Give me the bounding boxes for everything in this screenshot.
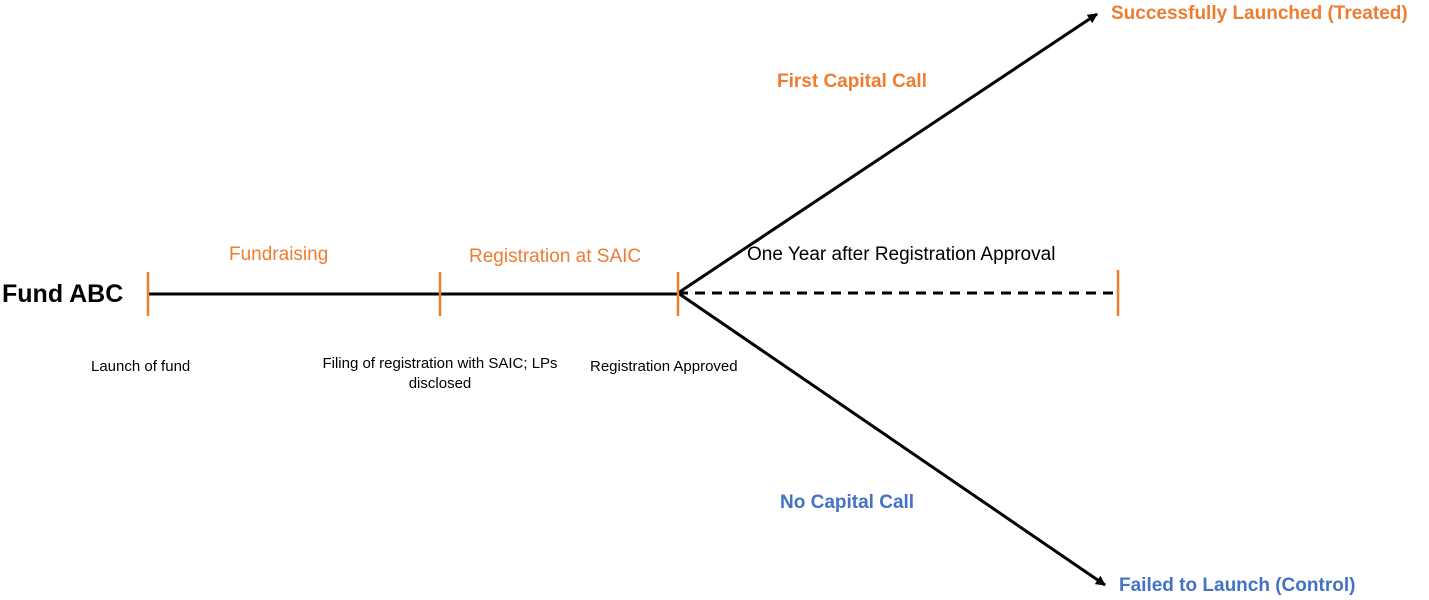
treated-outcome-label: Successfully Launched (Treated) — [1111, 3, 1408, 24]
treated-branch-arrow — [677, 12, 1098, 295]
no-capital-call-label: No Capital Call — [780, 492, 915, 513]
fund-title: Fund ABC — [2, 280, 124, 308]
control-branch-arrow — [677, 291, 1106, 587]
phase-fundraising-label: Fundraising — [229, 244, 329, 265]
event-launch-label: Launch of fund — [91, 358, 191, 375]
phase-registration-label: Registration at SAIC — [469, 246, 642, 267]
control-outcome-label: Failed to Launch (Control) — [1119, 575, 1356, 596]
first-capital-call-label: First Capital Call — [777, 71, 927, 92]
event-approved-label: Registration Approved — [590, 358, 738, 375]
one-year-window-label: One Year after Registration Approval — [747, 244, 1056, 265]
event-filing-label: Filing of registration with SAIC; LPs di… — [322, 355, 558, 393]
